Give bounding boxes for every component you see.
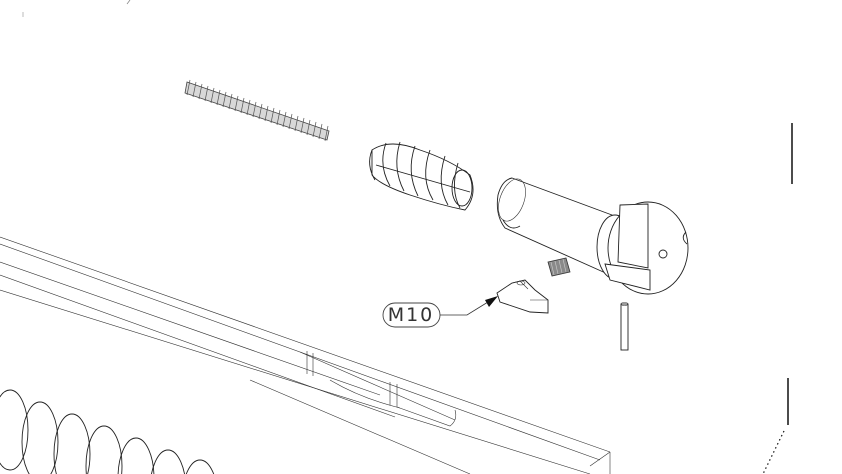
frame-marks: [22, 0, 793, 474]
retaining-pin: [620, 302, 629, 351]
slide-rail: [0, 236, 611, 474]
long-coil-spring: [184, 79, 330, 142]
short-wide-spring: [369, 141, 474, 211]
latch-lever: [496, 279, 549, 314]
callout-m10: M10: [382, 296, 498, 328]
small-spring: [547, 257, 571, 277]
bolt-cylinder: [496, 177, 689, 295]
callout-label: M10: [388, 304, 435, 326]
large-coil-spring: [0, 389, 215, 474]
